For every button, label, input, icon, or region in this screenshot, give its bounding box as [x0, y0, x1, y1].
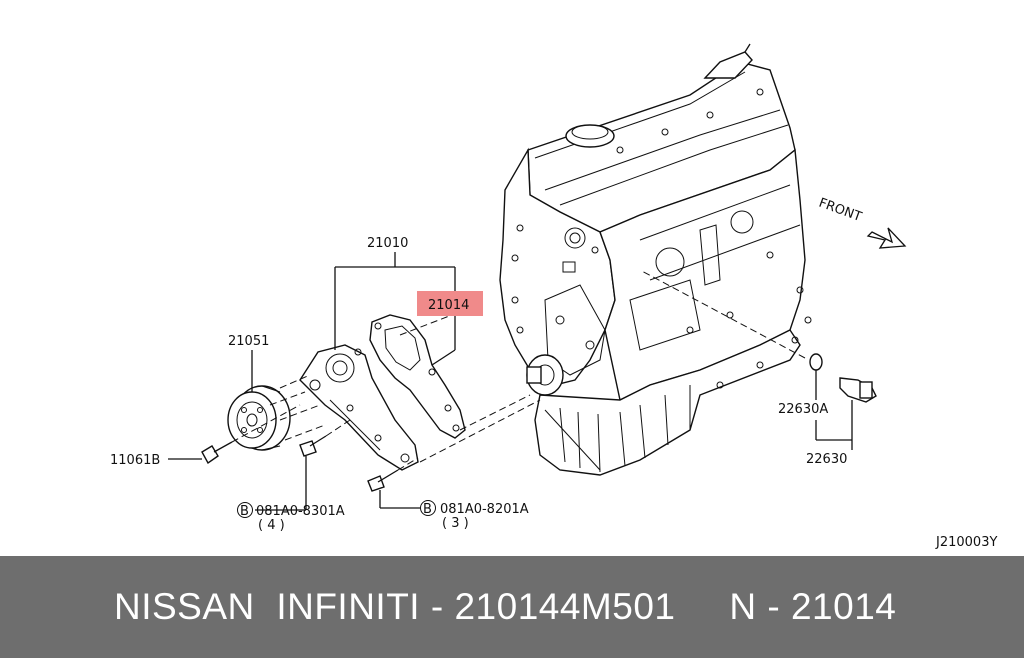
- bolt-8201a-drawing: [367, 469, 399, 492]
- front-direction-arrow: FRONT: [817, 196, 907, 249]
- callout-bolt-081a0-8301a: 081A0-8301A: [256, 504, 345, 519]
- callout-bolt-qty-4: ( 4 ): [258, 518, 285, 533]
- bolt-mark-2: B: [423, 502, 432, 517]
- callout-21014[interactable]: 21014: [428, 298, 469, 313]
- footer-part-number: NISSAN INFINITI - 210144M501 N - 21014: [114, 586, 897, 627]
- temperature-sensor-drawing: [809, 353, 877, 403]
- bolt-mark-1: B: [240, 504, 249, 519]
- figure-code: J210003Y: [935, 535, 997, 550]
- highlight-box-21014: [417, 291, 483, 316]
- water-pump-drawing: [299, 344, 419, 471]
- water-pump-gasket-drawing: [369, 314, 466, 439]
- engine-block-drawing: [499, 43, 812, 476]
- bolt-8301a-drawing: [299, 435, 327, 457]
- callout-21051: 21051: [228, 334, 269, 349]
- callout-22630: 22630: [806, 452, 847, 467]
- front-label: FRONT: [817, 196, 864, 225]
- callout-22630a: 22630A: [778, 402, 828, 417]
- callout-bolt-qty-3: ( 3 ): [442, 516, 469, 531]
- callout-21010: 21010: [367, 236, 408, 251]
- alignment-lines: [231, 269, 806, 471]
- callout-bolt-081a0-8201a: 081A0-8201A: [440, 502, 529, 517]
- water-pump-pulley-drawing: [227, 385, 291, 451]
- bolt-11061b-drawing: [201, 441, 233, 465]
- footer-bar: NISSAN INFINITI - 210144M501 N - 21014: [0, 556, 1024, 658]
- callout-11061b: 11061B: [110, 453, 160, 468]
- parts-diagram: FRONT: [110, 43, 998, 550]
- leader-lines: [168, 252, 853, 511]
